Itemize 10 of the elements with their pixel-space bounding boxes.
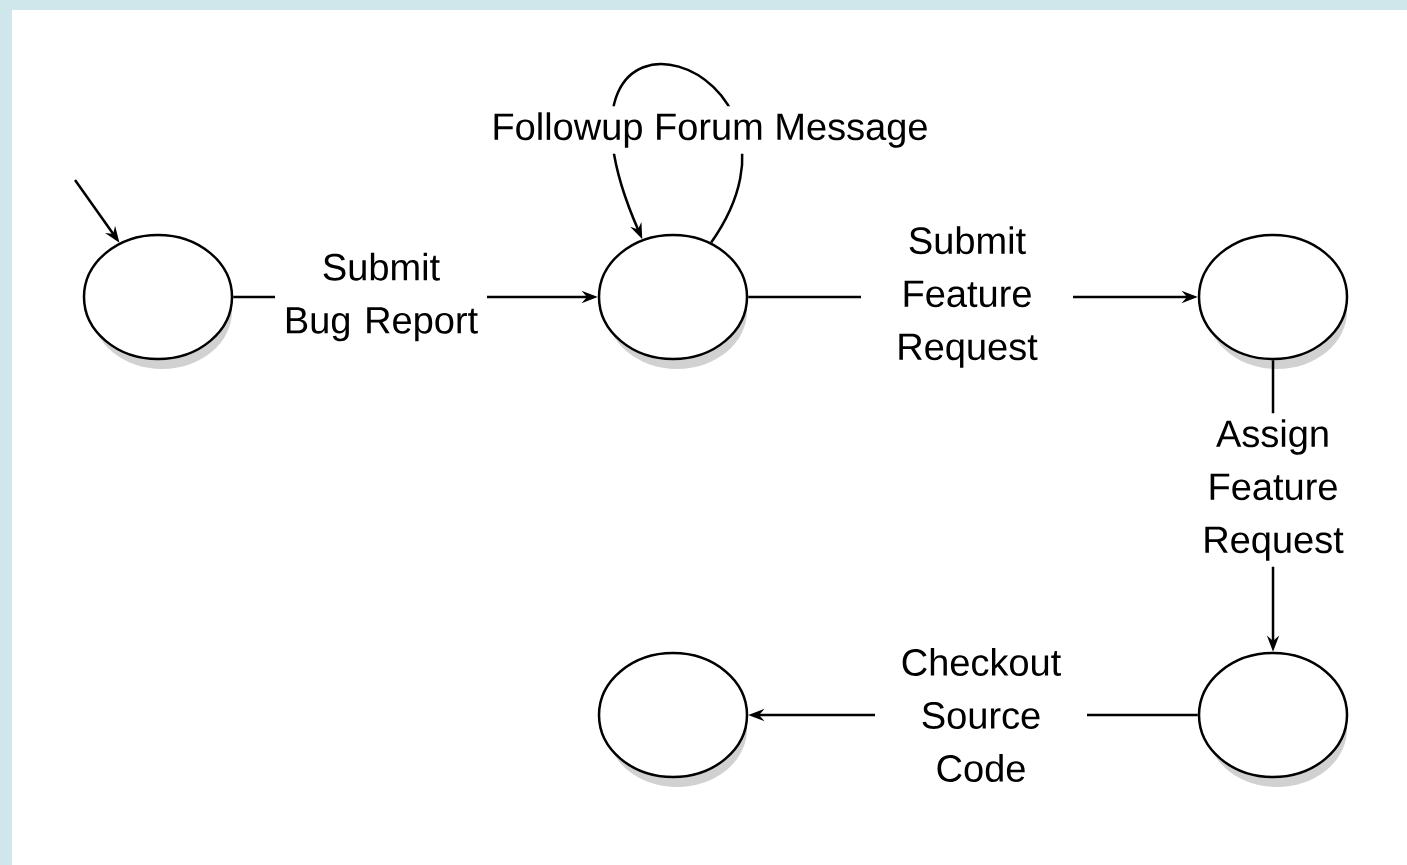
state-circle: [1197, 233, 1349, 369]
edge-label: Submit Feature Request: [861, 220, 1073, 374]
state-circle: [82, 233, 234, 369]
state-circle: [1197, 651, 1349, 787]
edge-label: Checkout Source Code: [875, 642, 1087, 788]
edge-label: Followup Forum Message: [485, 106, 935, 154]
edge-label: Assign Feature Request: [1167, 413, 1379, 567]
edge-label: Submit Bug Report: [275, 246, 487, 348]
state-circle: [597, 233, 749, 369]
state-circle: [597, 651, 749, 787]
